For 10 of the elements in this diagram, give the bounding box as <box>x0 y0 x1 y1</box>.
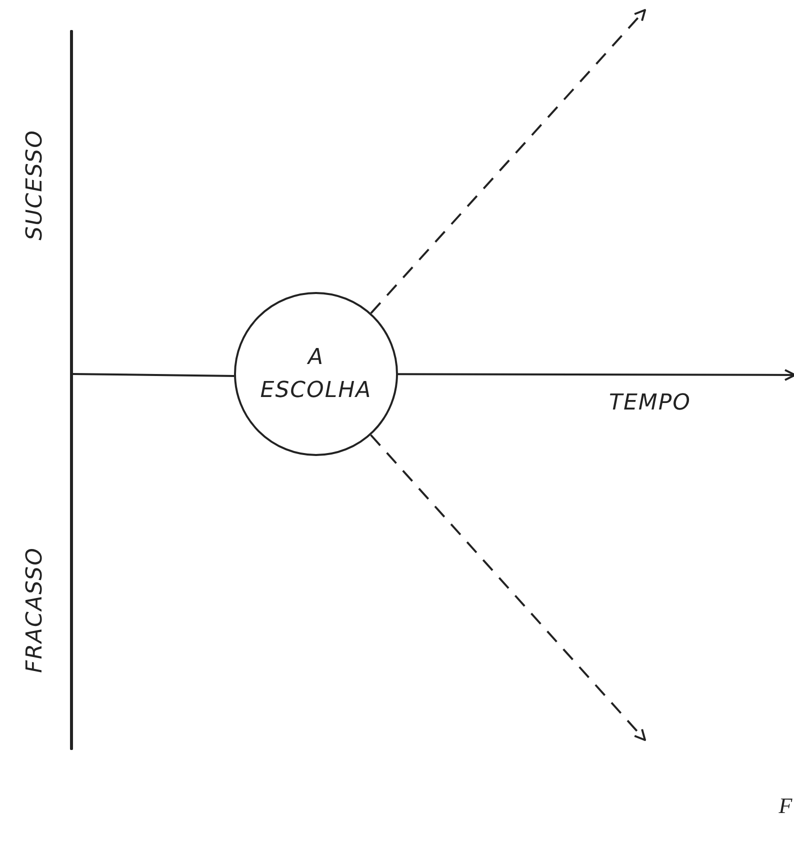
caption-text: F <box>778 793 794 819</box>
axis-label: SUCESSO <box>22 130 48 240</box>
arrow <box>370 9 646 314</box>
axis-label: FRACASSO <box>22 547 48 673</box>
node-text: A ESCOLHA <box>259 344 373 405</box>
connector-line <box>72 373 234 377</box>
axis-label: TEMPO <box>609 390 691 416</box>
arrow <box>370 434 646 741</box>
vertical-axis <box>70 30 73 750</box>
arrow <box>398 368 794 381</box>
